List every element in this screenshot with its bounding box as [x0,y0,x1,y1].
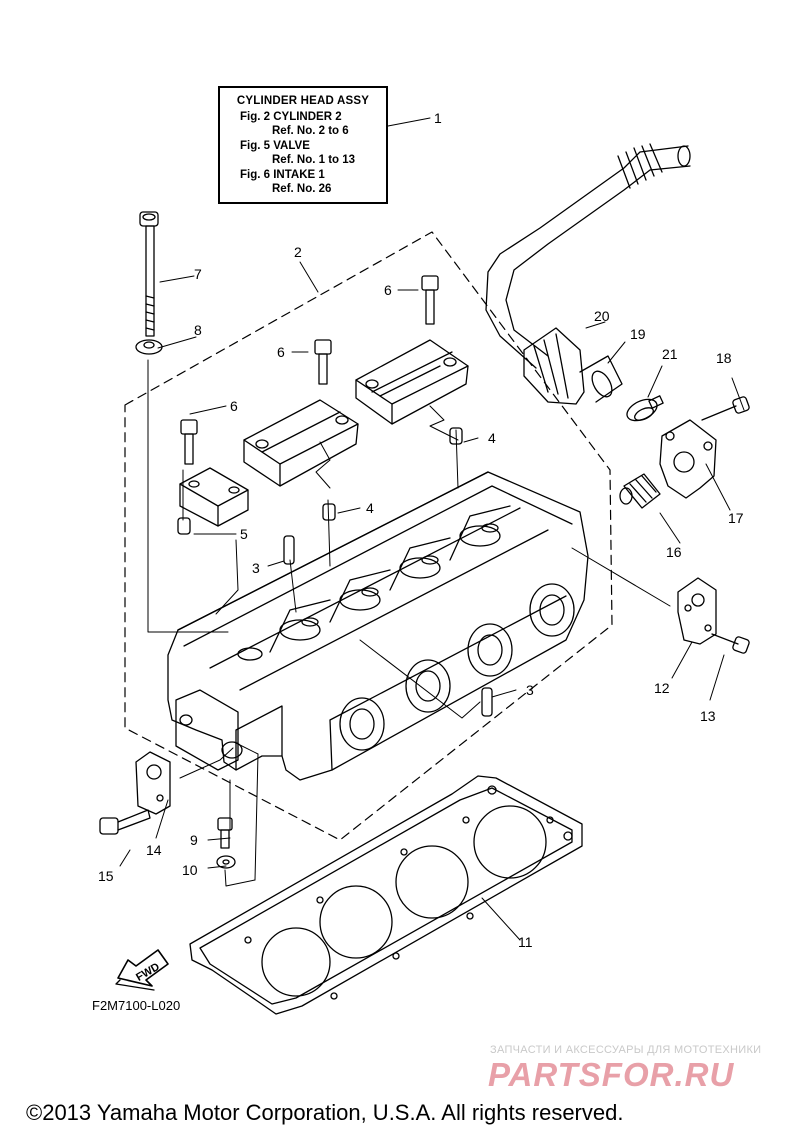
washer-8 [135,339,163,355]
valve-guide-3-bottom [481,687,493,717]
camshaft-cap-left [179,467,249,527]
callout-6b: 6 [277,344,285,360]
info-box-fig-1: Fig. 2 CYLINDER 2 [240,110,342,123]
callout-2: 2 [294,244,302,260]
info-box-fig-3: Fig. 6 INTAKE 1 [240,168,325,181]
dowel-pin-5 [177,517,191,535]
bolt-15 [99,809,151,835]
info-box-title: CYLINDER HEAD ASSY [236,95,370,107]
bolt-13 [711,633,750,654]
callout-11: 11 [518,934,533,950]
camshaft-cap-right [355,339,469,425]
head-gasket-11 [189,775,583,1015]
callout-19: 19 [630,326,646,342]
watermark-caption: ЗАПЧАСТИ И АКСЕССУАРЫ ДЛЯ МОТОТЕХНИКИ [490,1044,762,1056]
bolt-6-top [421,275,439,325]
callout-8: 8 [194,322,202,338]
bolt-18 [701,396,750,421]
callout-7: 7 [194,266,202,282]
long-bolt-7 [139,211,159,337]
leader-lines [119,117,745,941]
callout-5: 5 [240,526,248,542]
watermark-logo-text: PARTSFOR.RU [488,1056,734,1093]
callout-14: 14 [146,842,162,858]
info-box-ref-2: Ref. No. 1 to 13 [272,154,356,166]
bracket-12 [677,577,717,645]
callout-4b: 4 [366,500,374,516]
callout-3a: 3 [252,560,260,576]
info-box-ref-1: Ref. No. 2 to 6 [272,125,349,137]
valve-guide-3-top [283,535,295,565]
callout-13: 13 [700,708,716,724]
pipe-19 [579,355,623,403]
fitting-16 [619,473,661,509]
callout-18: 18 [716,350,732,366]
info-box-fig-2: Fig. 5 VALVE [240,139,310,152]
dowel-pin-4-right [449,427,463,445]
callout-3b: 3 [526,682,534,698]
callout-6a: 6 [384,282,392,298]
callout-12: 12 [654,680,670,696]
camshaft-cap-middle [243,399,359,487]
callout-10: 10 [182,862,198,878]
washer-10 [216,855,236,869]
callout-15: 15 [98,868,114,884]
diagram-code: F2M7100-L020 [92,998,181,1013]
hose-20 [485,143,691,405]
assembly-dashed-outline [124,231,613,841]
callout-20: 20 [594,308,610,324]
info-box-ref-3: Ref. No. 26 [272,183,332,195]
bracket-14 [135,751,171,815]
callout-17: 17 [728,510,744,526]
callout-1: 1 [434,110,442,126]
clamp-21 [626,395,664,422]
water-nozzle [175,689,243,771]
copyright-notice: ©2013 Yamaha Motor Corporation, U.S.A. A… [26,1100,624,1125]
bolt-6-middle [314,339,332,385]
cylinder-head-body [167,471,589,781]
callout-9: 9 [190,832,198,848]
housing-17 [659,419,717,499]
bolt-9 [217,817,233,849]
dowel-pin-4-middle [322,503,336,521]
info-box: CYLINDER HEAD ASSY Fig. 2 CYLINDER 2 Ref… [218,86,388,204]
callout-4a: 4 [488,430,496,446]
watermark-logo: PARTSFOR.RU [488,1056,734,1093]
exhaust-ports [339,583,575,751]
callout-16: 16 [666,544,682,560]
bolt-6-left [180,419,198,465]
callout-6c: 6 [230,398,238,414]
fwd-arrow-icon [115,949,169,991]
callout-21: 21 [662,346,678,362]
